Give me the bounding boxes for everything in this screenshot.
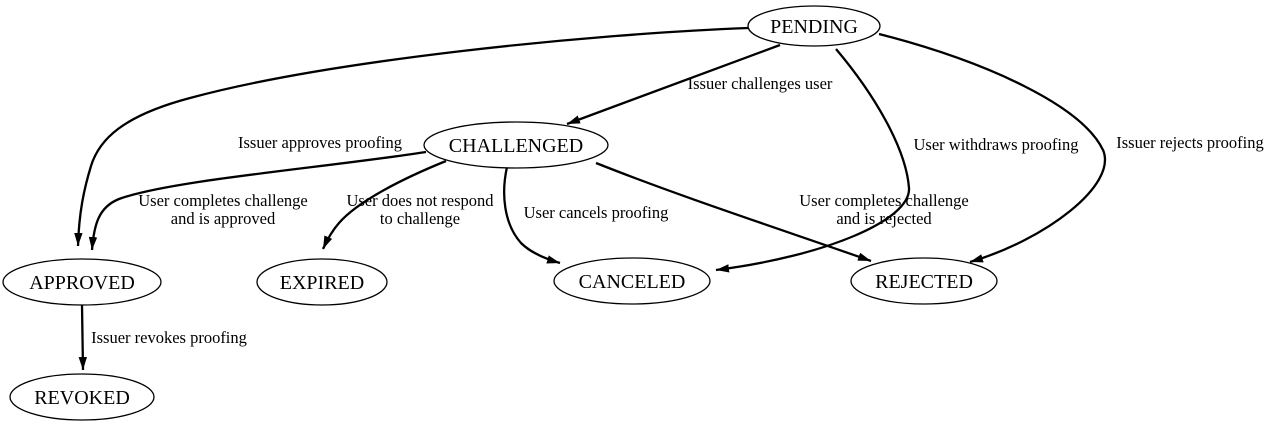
- edge-label-user-cancels-proofing: User cancels proofing: [523, 203, 669, 222]
- edge-pending-approved: [74, 26, 749, 247]
- edge-challenged-approved: [88, 150, 427, 251]
- rejected-ellipse: [850, 257, 998, 305]
- edge-challenged-rejected: [595, 161, 872, 263]
- edge-pending-rejected: [878, 32, 1107, 264]
- state-node-pending: PENDING: [747, 5, 881, 47]
- challenged-label: CHALLENGED: [449, 135, 583, 157]
- canceled-label: CANCELED: [579, 271, 686, 293]
- edge-label-issuer-rejects-proofing: Issuer rejects proofing: [1116, 133, 1264, 152]
- edge-label-user-does-not-respond: User does not respond to challenge: [346, 191, 494, 228]
- edge-label-issuer-revokes-proofing: Issuer revokes proofing: [91, 328, 247, 347]
- edge-approved-revoked: [78, 304, 87, 371]
- approved-label: APPROVED: [29, 272, 135, 294]
- canceled-ellipse: [553, 257, 711, 305]
- edge-label-user-completes-challenge-rejected: User completes challenge and is rejected: [799, 191, 969, 228]
- state-node-challenged: CHALLENGED: [423, 121, 609, 169]
- edge-challenged-canceled: [503, 166, 561, 265]
- revoked-label: REVOKED: [34, 387, 130, 409]
- revoked-ellipse: [9, 373, 155, 421]
- challenged-ellipse: [423, 121, 609, 169]
- state-node-expired: EXPIRED: [256, 258, 388, 306]
- state-node-revoked: REVOKED: [9, 373, 155, 421]
- state-node-canceled: CANCELED: [553, 257, 711, 305]
- state-node-approved: APPROVED: [2, 258, 162, 306]
- pending-ellipse: [747, 5, 881, 47]
- edge-label-user-completes-challenge-approved: User completes challenge and is approved: [138, 191, 308, 228]
- rejected-label: REJECTED: [875, 271, 973, 293]
- edge-pending-challenged: [566, 43, 781, 126]
- expired-ellipse: [256, 258, 388, 306]
- expired-label: EXPIRED: [280, 272, 364, 294]
- edge-label-user-withdraws-proofing: User withdraws proofing: [913, 135, 1079, 154]
- state-node-rejected: REJECTED: [850, 257, 998, 305]
- pending-label: PENDING: [770, 16, 858, 38]
- edge-label-issuer-challenges-user: Issuer challenges user: [687, 74, 833, 93]
- approved-ellipse: [2, 258, 162, 306]
- edge-pending-canceled: [715, 48, 911, 273]
- edge-label-issuer-approves-proofing: Issuer approves proofing: [237, 133, 403, 152]
- edge-challenged-expired: [321, 159, 447, 250]
